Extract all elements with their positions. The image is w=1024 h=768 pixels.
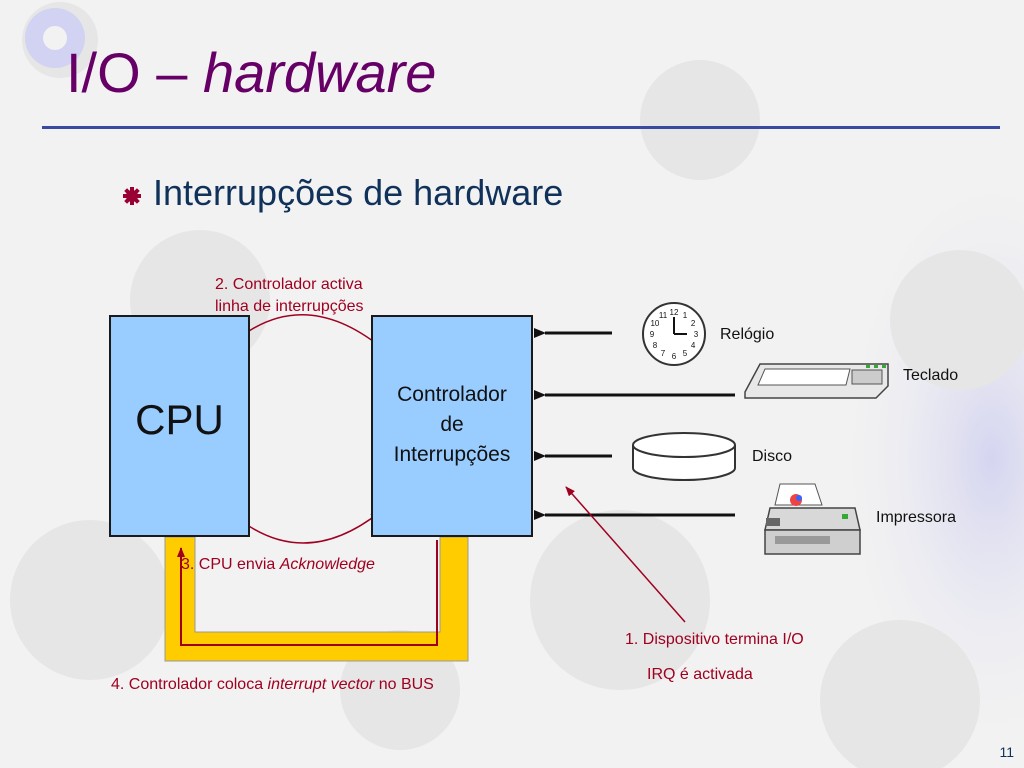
disk-icon [632,432,736,481]
interrupt-line-arrow [227,314,383,349]
keyboard-icon [744,363,889,399]
step1-pointer [565,486,686,623]
title-divider [42,126,1000,129]
clock-number: 3 [694,330,699,339]
cpu-box [109,315,250,537]
step2-line2: linha de interrupções [215,298,364,315]
step1-line2: IRQ é activada [647,666,753,683]
device-label-relogio: Relógio [720,326,775,343]
clock-number: 2 [691,319,696,328]
step4-text: 4. Controlador coloca [111,676,268,693]
clock-number: 5 [683,349,688,358]
clock-number: 11 [659,311,668,320]
controller-label-line1: Controlador [397,383,507,406]
controller-label-line2: de [440,413,464,436]
step2-line1: 2. Controlador activa [215,276,363,293]
controller-label: Controlador de Interrupções [371,380,533,470]
step3-text: 3. CPU envia [181,556,280,573]
device-label-impressora: Impressora [876,509,957,526]
clock-number: 7 [661,349,666,358]
bus [164,536,469,662]
step1-line1: 1. Dispositivo termina I/O [625,631,804,648]
acknowledge-arrow [227,509,381,544]
clock-number: 4 [691,341,696,350]
controller-label-line3: Interrupções [393,443,511,466]
clock-number: 6 [672,352,677,361]
page-number: 11 [999,744,1014,760]
step4-italic: interrupt vector [267,676,375,693]
title-main: I/O – [66,41,203,104]
device-label-disco: Disco [752,448,793,465]
bullet-gear-icon [123,187,141,205]
device-label-teclado: Teclado [903,367,959,384]
clock-number: 8 [653,341,658,350]
slide-title: I/O – hardware [66,40,436,105]
step4-label: 4. Controlador coloca interrupt vector n… [111,676,434,694]
clock-number: 10 [650,319,659,328]
bullet-text: Interrupções de hardware [153,172,564,213]
clock-number: 1 [683,311,688,320]
controller-box [371,315,533,537]
step3-italic: Acknowledge [279,556,375,573]
printer-icon [764,483,861,555]
cpu-label: CPU [135,396,224,443]
clock-number: 9 [650,330,655,339]
title-italic: hardware [202,41,437,104]
step4-suffix: no BUS [374,676,434,693]
vector-path [177,540,438,646]
step3-label: 3. CPU envia Acknowledge [181,556,375,574]
clock-number: 12 [670,308,679,317]
